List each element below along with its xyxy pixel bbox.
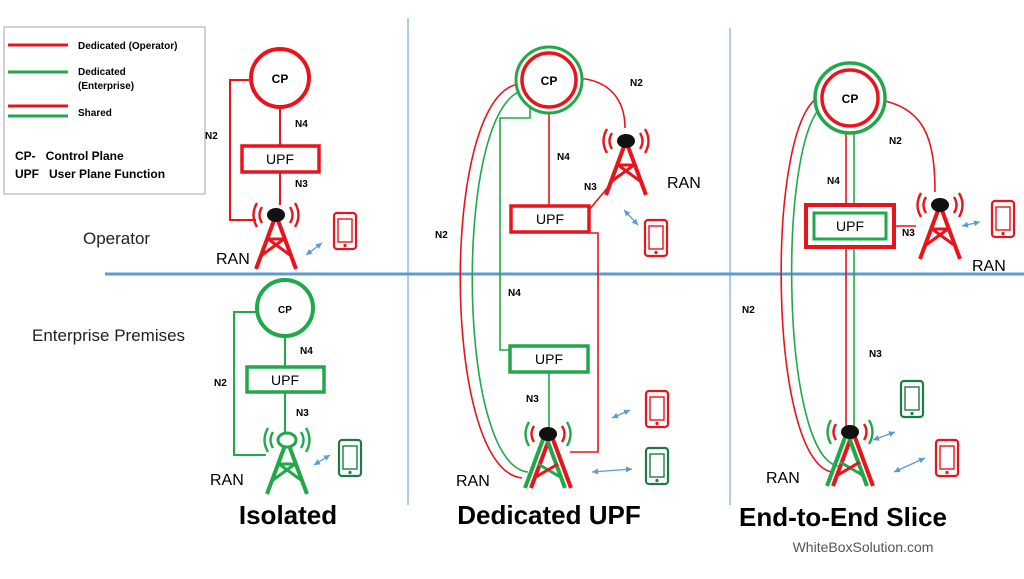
dedicated-upf-column: CP UPF UPF N4 N3 N2 N4 N3 N2 RAN RAN Ded… — [435, 45, 701, 530]
e2e-slice-column: CP UPF N4 N3 N2 N3 N2 RAN RAN End-to-End… — [739, 61, 1016, 532]
section-operator: Operator — [83, 229, 150, 248]
iso-op-n3-label: N3 — [295, 179, 308, 190]
iso-ent-n4-label: N4 — [300, 346, 313, 357]
title-dedicated-upf: Dedicated UPF — [457, 500, 641, 530]
ded-n4-lower-label: N4 — [508, 288, 521, 299]
e2e-n3-lower-label: N3 — [869, 349, 882, 360]
ded-n2-upper-label: N2 — [630, 78, 643, 89]
e2e-cp-node — [820, 68, 880, 128]
ded-op-radio-link — [623, 209, 639, 226]
ded-cp-node — [520, 51, 578, 109]
iso-ent-ran-label: RAN — [210, 472, 244, 489]
iso-op-n2-label: N2 — [205, 131, 218, 142]
e2e-n2-upper-label: N2 — [889, 136, 902, 147]
e2e-ent-radio-link-red — [893, 457, 926, 473]
e2e-op-phone-icon — [990, 199, 1016, 239]
legend-dedicated-operator: Dedicated (Operator) — [78, 41, 177, 52]
e2e-ent-phone-red-icon — [934, 438, 960, 478]
ded-upf-enterprise-label: UPF — [535, 351, 563, 367]
e2e-n2-left-label: N2 — [742, 305, 755, 316]
ded-n4-green — [499, 105, 531, 351]
e2e-n2-arc-green — [790, 102, 839, 467]
iso-op-phone-icon — [332, 211, 358, 251]
ded-cp-label: CP — [541, 74, 558, 88]
ded-upf-operator-node — [509, 204, 591, 234]
legend-dedicated-enterprise: Dedicated — [78, 67, 126, 78]
section-enterprise-premises: Enterprise Premises — [32, 326, 185, 345]
ded-n3-upper-label: N3 — [584, 182, 597, 193]
legend: Dedicated (Operator) Dedicated (Enterpri… — [3, 26, 206, 195]
iso-ent-phone-icon — [337, 438, 363, 478]
ded-n3-red-ent — [570, 232, 599, 453]
iso-op-n2-link — [229, 79, 256, 221]
iso-op-cp-node — [249, 47, 311, 109]
e2e-upf-label: UPF — [836, 218, 864, 234]
ded-op-phone-icon — [643, 218, 669, 258]
iso-ent-n2-label: N2 — [214, 378, 227, 389]
ded-n4-upper-label: N4 — [557, 152, 570, 163]
ded-upf-enterprise-node — [508, 344, 590, 374]
iso-op-upf-label: UPF — [266, 151, 294, 167]
e2e-cp-label: CP — [842, 92, 859, 106]
ded-n2-left-label: N2 — [435, 230, 448, 241]
ded-ent-phone-red-icon — [644, 389, 670, 429]
e2e-n2-arc-red — [780, 95, 833, 473]
iso-op-cp-label: CP — [272, 72, 289, 86]
ded-ent-ran-tower-icon — [523, 420, 573, 490]
iso-op-ran-tower-icon — [251, 201, 301, 271]
iso-op-radio-link — [305, 242, 323, 256]
legend-box — [3, 26, 206, 195]
e2e-ent-ran-tower-icon — [825, 418, 875, 488]
iso-ent-n3-label: N3 — [296, 408, 309, 419]
ded-n3-lower-label: N3 — [526, 394, 539, 405]
dividers — [105, 18, 1024, 505]
e2e-upf-node — [812, 211, 888, 241]
e2e-ent-radio-link-green — [872, 431, 896, 441]
e2e-ent-phone-green-icon — [899, 379, 925, 419]
e2e-op-ran-label: RAN — [972, 258, 1006, 275]
iso-ent-ran-tower-icon — [262, 426, 312, 496]
iso-ent-cp-node — [255, 278, 315, 338]
e2e-n4-label: N4 — [827, 176, 840, 187]
e2e-n3-op-label: N3 — [902, 228, 915, 239]
ded-n2-arc-green — [471, 89, 529, 473]
ded-op-ran-label: RAN — [667, 175, 701, 192]
ded-ent-radio-link-red — [611, 409, 631, 419]
iso-op-ran-label: RAN — [216, 251, 250, 268]
e2e-op-radio-link — [961, 220, 981, 228]
iso-ent-upf-label: UPF — [271, 372, 299, 388]
isolated-column: CP UPF N4 N3 N2 RAN CP UPF N4 N3 N2 RAN … — [205, 47, 363, 530]
e2e-op-ran-tower-icon — [915, 191, 965, 261]
e2e-n2-op-ran — [879, 99, 936, 193]
e2e-ent-ran-label: RAN — [766, 470, 800, 487]
ded-op-ran-tower-icon — [601, 127, 651, 197]
title-e2e-slice: End-to-End Slice — [739, 502, 947, 532]
legend-shared: Shared — [78, 108, 112, 119]
title-isolated: Isolated — [239, 500, 337, 530]
ded-ent-radio-link-green — [591, 466, 633, 475]
iso-op-n4-label: N4 — [295, 119, 308, 130]
legend-cp-definition: CP- Control Plane — [15, 149, 124, 163]
ded-ent-phone-green-icon — [644, 446, 670, 486]
ded-upf-operator-label: UPF — [536, 211, 564, 227]
legend-dedicated-enterprise-sub: (Enterprise) — [78, 81, 134, 92]
iso-ent-upf-node — [245, 365, 326, 394]
credit-watermark: WhiteBoxSolution.com — [793, 539, 934, 555]
iso-op-upf-node — [240, 144, 321, 174]
iso-ent-radio-link — [313, 454, 331, 466]
iso-ent-cp-label: CP — [278, 305, 292, 316]
legend-upf-definition: UPF User Plane Function — [15, 167, 165, 181]
ded-n2-arc-red — [459, 83, 523, 479]
ded-n2-op-ran — [576, 77, 626, 129]
iso-ent-n2-link — [233, 311, 266, 456]
ded-ent-ran-label: RAN — [456, 473, 490, 490]
